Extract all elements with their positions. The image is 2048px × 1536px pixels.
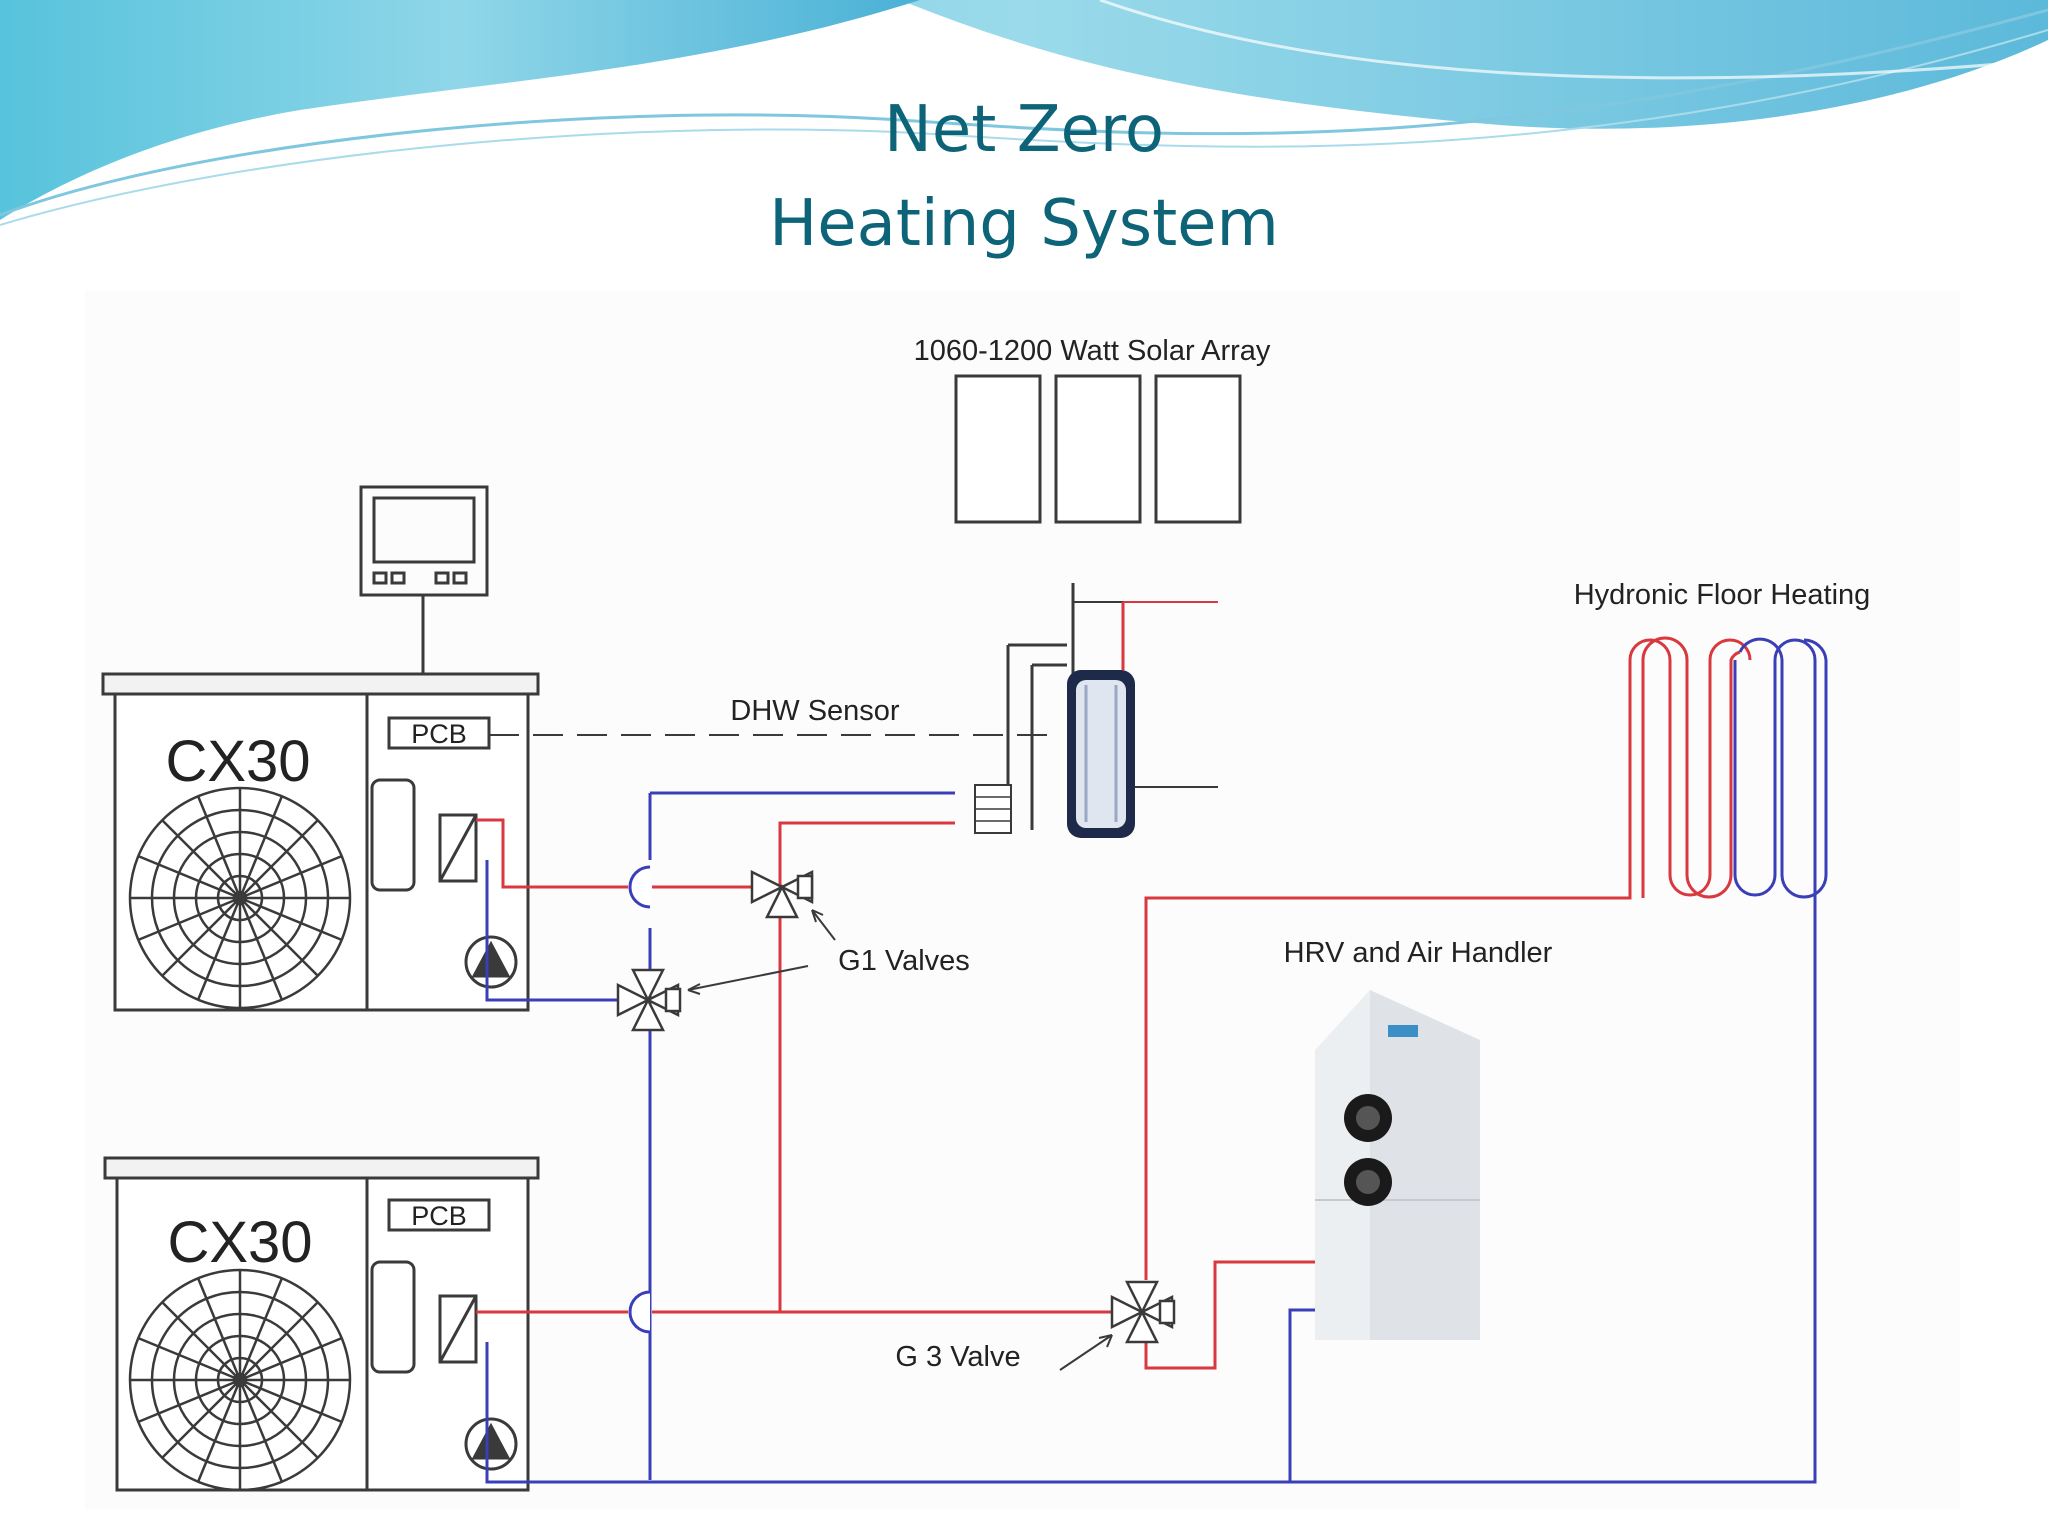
hot-water-tank: [974, 583, 1218, 838]
hrv-air-handler-unit: [1315, 990, 1480, 1340]
wave-header-graphic: [0, 0, 2048, 226]
slide-title-line-1: Net Zero: [884, 93, 1164, 167]
pipe-crossover-hump: [628, 865, 651, 1334]
g1-leader-arrows: [687, 909, 836, 995]
g3-valve-label: G 3 Valve: [895, 1341, 1020, 1373]
g3-leader-arrow: [1059, 1334, 1113, 1371]
fan-grille-icon: [128, 786, 352, 1010]
solar-panel: [1154, 374, 1242, 524]
hydronic-floor-heating-label: Hydronic Floor Heating: [1574, 579, 1871, 611]
solar-array: [954, 374, 1242, 524]
hydronic-floor-loops: [1641, 636, 1828, 899]
hrv-air-handler-label: HRV and Air Handler: [1284, 937, 1553, 969]
solar-panel: [954, 374, 1042, 524]
heat-pump-unit-1: [101, 672, 540, 1012]
return-piping-cold: [485, 638, 1817, 1484]
fan-grille-icon: [128, 1268, 352, 1492]
unit-1-model-label: CX30: [165, 729, 310, 794]
g1-valve-lower: [616, 968, 682, 1032]
g1-valve-upper: [750, 869, 814, 919]
solar-array-label: 1060-1200 Watt Solar Array: [914, 335, 1271, 367]
dhw-sensor-label: DHW Sensor: [730, 695, 900, 727]
controller-display: [359, 485, 489, 720]
unit-2-model-label: CX30: [167, 1210, 312, 1275]
pcb-1-label: PCB: [411, 719, 467, 749]
solar-panel: [1054, 374, 1142, 524]
heat-pump-unit-2: [103, 1156, 540, 1492]
pcb-2-label: PCB: [411, 1201, 467, 1231]
supply-piping-hot: [476, 638, 1752, 1370]
slide-title-line-2: Heating System: [769, 187, 1279, 261]
g3-valve: [1110, 1280, 1176, 1344]
g1-valves-label: G1 Valves: [838, 945, 970, 977]
